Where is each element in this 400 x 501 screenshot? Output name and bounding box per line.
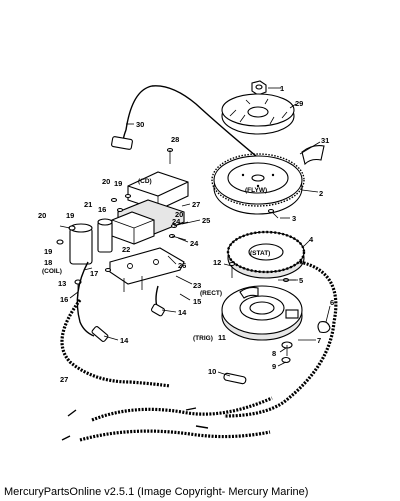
- callout-13: 13: [58, 279, 66, 288]
- callout-8: 8: [272, 349, 276, 358]
- callout-26: 26: [178, 261, 186, 270]
- exploded-parts-diagram: 1 29 30 28 31 2 3 4 5 6 7 8 9 10 11 12 1…: [38, 80, 338, 442]
- component-labels: (CD) (FLYW) (STAT) (TRIG) (RECT) (COIL): [42, 178, 270, 342]
- callout-2: 2: [319, 189, 323, 198]
- flywheel-nut: [251, 80, 267, 96]
- wire-clip: [317, 321, 331, 334]
- callout-19-a: 19: [66, 211, 74, 220]
- callout-31: 31: [321, 136, 329, 145]
- stator: [226, 230, 306, 279]
- callout-20-c: 20: [175, 210, 183, 219]
- callout-24-a: 24: [172, 217, 181, 226]
- callout-17: 17: [90, 269, 98, 278]
- link-rod: [223, 372, 247, 385]
- flywheel-cover: [221, 93, 295, 135]
- label-stat: (STAT): [250, 250, 270, 257]
- callout-27-lower: 27: [60, 375, 68, 384]
- callout-27-upper: 27: [192, 200, 200, 209]
- callout-20-a: 20: [38, 211, 46, 220]
- callout-21: 21: [84, 200, 92, 209]
- sensor-wire: [111, 85, 257, 157]
- callout-12: 12: [213, 258, 221, 267]
- label-rect: (RECT): [200, 290, 222, 297]
- callout-1: 1: [280, 84, 284, 93]
- wiring-harness: [60, 260, 338, 442]
- callout-3: 3: [292, 214, 296, 223]
- callout-15: 15: [193, 297, 201, 306]
- callout-20-b: 20: [102, 177, 110, 186]
- callout-4: 4: [309, 235, 314, 244]
- label-coil: (COIL): [42, 268, 62, 275]
- callout-19-b: 19: [44, 247, 52, 256]
- callout-23: 23: [193, 281, 201, 290]
- flywheel: [211, 153, 305, 215]
- image-caption: MercuryPartsOnline v2.5.1 (Image Copyrig…: [4, 486, 309, 498]
- spark-plug-lead: [76, 261, 166, 342]
- label-trig: (TRIG): [193, 335, 213, 342]
- callout-11: 11: [218, 333, 226, 342]
- callout-19-c: 19: [114, 179, 122, 188]
- callout-16-left: 16: [60, 295, 68, 304]
- callout-25: 25: [202, 216, 210, 225]
- callout-16-top: 16: [98, 205, 106, 214]
- callout-5: 5: [299, 276, 303, 285]
- callout-14-lower: 14: [120, 336, 129, 345]
- cd-module: [117, 171, 189, 235]
- callout-9: 9: [272, 362, 276, 371]
- callout-24-b: 24: [190, 239, 199, 248]
- trigger-link-screw: [281, 341, 293, 364]
- flywheel-screw: [267, 208, 279, 219]
- callout-14-upper: 14: [178, 308, 187, 317]
- callout-18: 18: [44, 258, 52, 267]
- mounting-bracket: [109, 247, 185, 292]
- callout-29: 29: [295, 99, 303, 108]
- ignition-coil: [69, 218, 113, 265]
- label-cd: (CD): [138, 178, 152, 185]
- callout-22: 22: [122, 245, 130, 254]
- label-flyw: (FLYW): [245, 187, 267, 194]
- leader-lines: [69, 87, 331, 377]
- flywheel-decal: [301, 145, 325, 166]
- callout-6: 6: [330, 298, 334, 307]
- callout-numbers: 1 29 30 28 31 2 3 4 5 6 7 8 9 10 11 12 1…: [38, 84, 334, 384]
- callout-28: 28: [171, 135, 179, 144]
- callout-7: 7: [317, 336, 321, 345]
- callout-30: 30: [136, 120, 144, 129]
- callout-10: 10: [208, 367, 216, 376]
- trigger-plate: [221, 285, 303, 341]
